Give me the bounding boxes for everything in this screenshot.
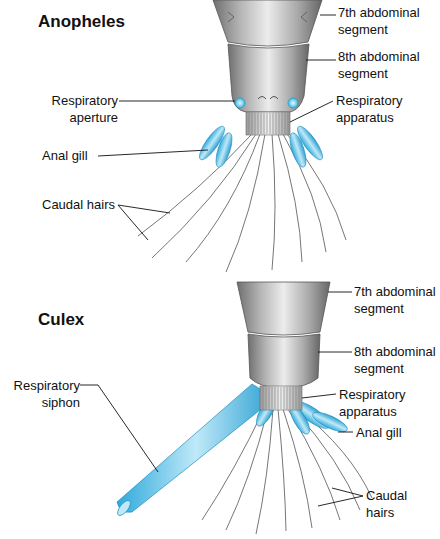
leader-line bbox=[332, 488, 363, 496]
anal-gill bbox=[287, 131, 310, 169]
apparatus-stripe bbox=[285, 113, 286, 134]
apparatus-stripe bbox=[267, 113, 268, 134]
segment-mark bbox=[258, 97, 278, 100]
part-label: Anal gill bbox=[356, 424, 440, 441]
caudal-hair bbox=[226, 134, 265, 272]
apparatus-stripe bbox=[293, 387, 294, 409]
part-label: Respiratory apparatus bbox=[336, 92, 436, 126]
apparatus-stripe bbox=[276, 113, 277, 134]
caudal-hair bbox=[298, 409, 372, 498]
caudal-hair bbox=[256, 409, 273, 534]
illustration-group bbox=[80, 0, 372, 534]
apparatus-stripe bbox=[299, 387, 300, 409]
leader-line bbox=[338, 432, 353, 433]
apparatus-stripe bbox=[279, 113, 280, 134]
leader-line bbox=[320, 15, 336, 16]
apparatus-stripe bbox=[288, 113, 289, 134]
respiratory-aperture bbox=[288, 98, 298, 108]
apparatus-stripe bbox=[290, 387, 291, 409]
eighth-segment bbox=[228, 44, 309, 112]
caudal-hair bbox=[278, 409, 286, 531]
leader-line bbox=[80, 385, 158, 472]
leader-line bbox=[118, 205, 148, 240]
apparatus-stripe bbox=[252, 113, 253, 134]
respiratory-apparatus bbox=[246, 112, 290, 135]
respiratory-siphon bbox=[117, 384, 275, 512]
caudal-hair bbox=[138, 134, 252, 236]
apparatus-stripe bbox=[278, 387, 279, 409]
apparatus-stripe bbox=[287, 387, 288, 409]
part-label: 7th abdominal segment bbox=[354, 283, 440, 317]
part-label: Respiratory aperture bbox=[0, 92, 118, 126]
apparatus-stripe bbox=[275, 387, 276, 409]
apparatus-stripe bbox=[249, 113, 250, 134]
apparatus-stripe bbox=[281, 387, 282, 409]
genus-heading: Culex bbox=[38, 310, 158, 330]
caudal-hair bbox=[272, 134, 275, 270]
respiratory-aperture bbox=[235, 98, 245, 108]
apparatus-stripe bbox=[258, 113, 259, 134]
apparatus-stripe bbox=[270, 113, 271, 134]
leader-line bbox=[318, 496, 363, 506]
apparatus-stripe bbox=[273, 113, 274, 134]
apparatus-stripe bbox=[264, 113, 265, 134]
leader-line bbox=[318, 352, 352, 353]
siphon-opening bbox=[115, 498, 132, 517]
part-label: Anal gill bbox=[42, 147, 132, 164]
apparatus-stripe bbox=[296, 387, 297, 409]
eighth-segment bbox=[248, 334, 320, 388]
part-label: 8th abdominal segment bbox=[354, 343, 440, 377]
apparatus-stripe bbox=[255, 113, 256, 134]
part-label: 8th abdominal segment bbox=[338, 48, 438, 82]
leader-line bbox=[290, 101, 333, 122]
seventh-segment bbox=[213, 0, 322, 46]
part-label: Caudal hairs bbox=[42, 196, 142, 213]
part-label: 7th abdominal segment bbox=[338, 4, 438, 38]
apparatus-stripe bbox=[261, 113, 262, 134]
part-label: Respiratory siphon bbox=[0, 377, 80, 411]
apparatus-stripe bbox=[269, 387, 270, 409]
apparatus-stripe bbox=[272, 387, 273, 409]
respiratory-apparatus bbox=[260, 386, 302, 410]
genus-heading: Anopheles bbox=[38, 12, 158, 32]
leader-line bbox=[328, 292, 352, 293]
part-label: Caudal hairs bbox=[366, 487, 426, 521]
leader-line bbox=[119, 101, 235, 102]
leader-line bbox=[302, 394, 336, 398]
apparatus-stripe bbox=[266, 387, 267, 409]
apparatus-stripe bbox=[263, 387, 264, 409]
leader-line bbox=[306, 60, 336, 61]
apparatus-stripe bbox=[284, 387, 285, 409]
anal-gill bbox=[213, 131, 236, 169]
seventh-segment bbox=[237, 282, 330, 335]
segment-mark bbox=[228, 12, 307, 22]
apparatus-stripe bbox=[282, 113, 283, 134]
leader-line bbox=[118, 205, 170, 213]
leader-line bbox=[98, 150, 208, 156]
part-label: Respiratory apparatus bbox=[339, 386, 439, 420]
